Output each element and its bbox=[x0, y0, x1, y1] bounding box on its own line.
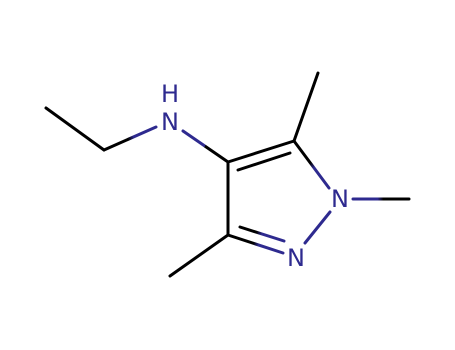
bond-c3-methyl bbox=[168, 233, 230, 278]
atom-amine-n: N bbox=[161, 108, 179, 136]
bond-c3-n2-inner bbox=[238, 225, 286, 243]
bond-ch2-nh bbox=[102, 125, 158, 152]
bond-c4-c5-inner bbox=[236, 151, 292, 172]
atom-ring-n2: N bbox=[287, 244, 305, 272]
bond-nh-c4 bbox=[181, 129, 230, 164]
bond-n1-n2 bbox=[303, 210, 332, 245]
bond-c3-n2 bbox=[226, 233, 285, 255]
bond-c5-methyl bbox=[292, 71, 320, 143]
bond-c5-n1 bbox=[292, 139, 331, 190]
atom-amine-h: H bbox=[161, 80, 179, 108]
bond-c4-c5 bbox=[226, 139, 296, 164]
bond-ethyl-ch3-ch2 bbox=[44, 106, 106, 152]
atom-ring-n1: N bbox=[331, 185, 349, 213]
